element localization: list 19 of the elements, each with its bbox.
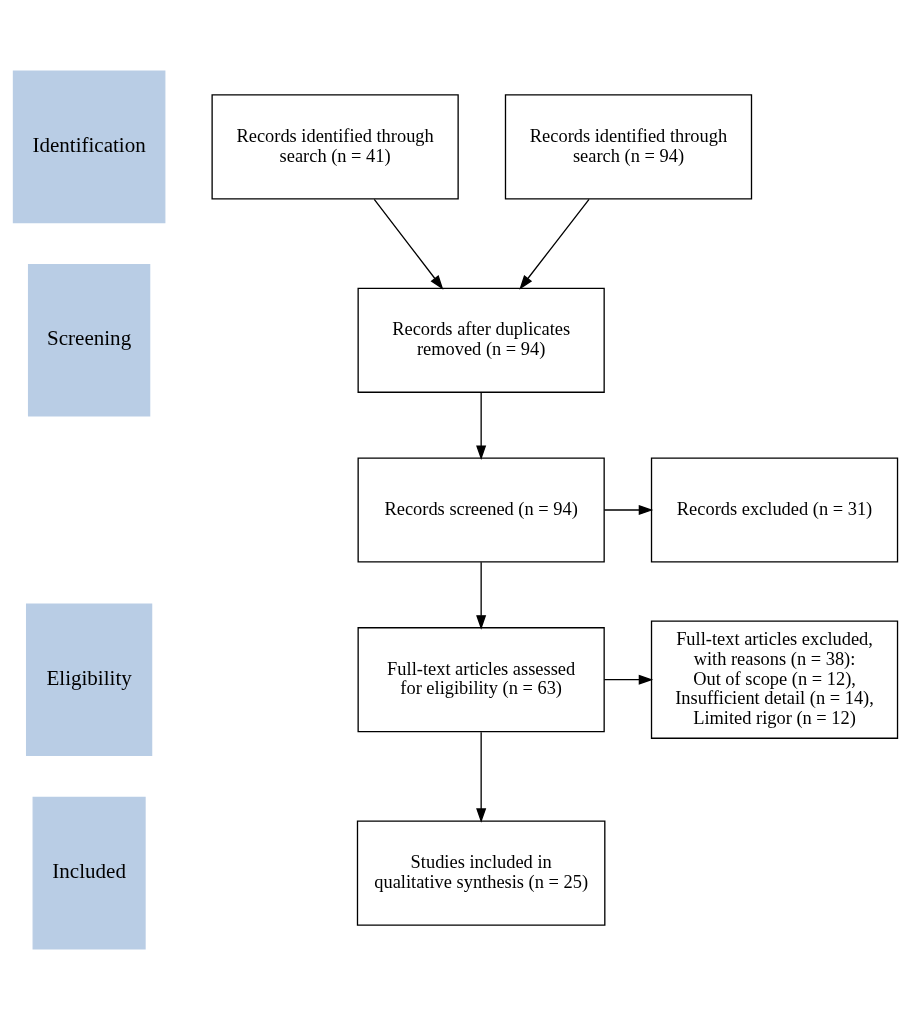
arrow [476,731,487,823]
arrow [373,198,444,290]
node-box: Full-text articles assessed for eligibility (n = 63) [357,626,605,732]
node-box: Eligibility [25,602,153,756]
arrow [476,561,487,630]
node-box: Records identified through search (n = 94) [504,93,753,200]
arrow [603,504,654,515]
node-box: Records identified through search (n = 41) [211,93,459,200]
node-box: Screening [27,263,151,417]
arrow [603,674,654,685]
node-box: Included [32,796,146,949]
arrow [476,391,487,460]
node-box: Records after duplicates removed (n = 94) [357,287,605,393]
node-box: Studies included in qualitative synthesis (n = 25) [356,819,606,926]
node-box: Identification [12,70,166,223]
node-box: Records excluded (n = 31) [650,456,899,563]
node-box: Full-text articles excluded, with reasons (n = 38): Out of scope (n = 12), Insufficient detail (n = 14), Limited rigor (n = 12) [650,620,899,739]
node-box: Records screened (n = 94) [357,456,605,563]
arrow [519,198,590,290]
